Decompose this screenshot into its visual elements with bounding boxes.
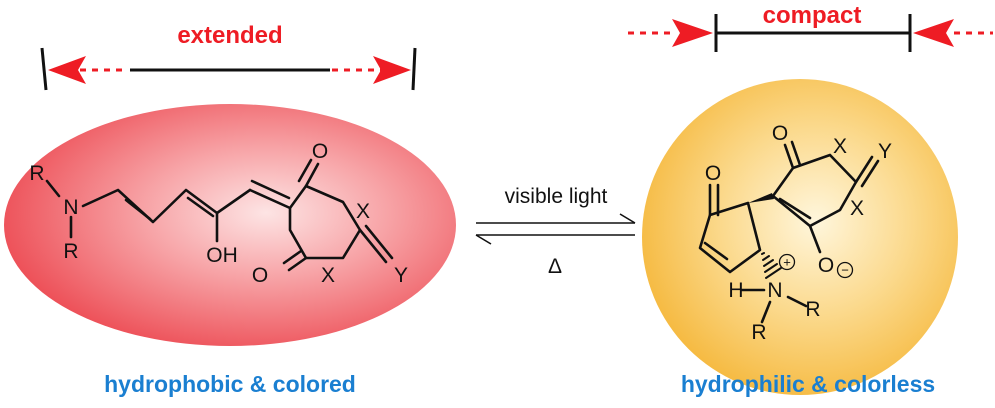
open-form-molecule: R N R OH O X O X Y — [29, 140, 408, 287]
extended-length-marker: extended — [40, 22, 417, 91]
closed-form-molecule: O O X Y X O − H N + R R — [698, 122, 892, 344]
ring-x-lower-closed: X — [850, 197, 864, 220]
ketone-oxygen: O — [705, 162, 721, 185]
visible-light-label: visible light — [505, 185, 608, 208]
heat-label: Δ — [548, 255, 562, 278]
ammonium-r-right: R — [805, 298, 820, 321]
ammonium-nitrogen: N — [767, 279, 782, 302]
ring-x-upper: X — [356, 200, 370, 223]
positive-charge-icon — [778, 253, 796, 271]
ammonium-hydrogen: H — [728, 279, 743, 302]
exocyclic-y: Y — [394, 264, 408, 287]
compact-label: compact — [763, 2, 862, 29]
carbonyl-oxygen-upper: O — [312, 140, 328, 163]
carbonyl-oxygen-lower: O — [252, 264, 268, 287]
right-arrowhead-icon — [373, 56, 411, 84]
inward-arrowhead-right-icon — [913, 19, 954, 47]
hydrophobic-ellipse — [4, 104, 456, 346]
hashed-bond-icon — [761, 252, 782, 279]
ring-x-upper-closed: X — [833, 135, 847, 158]
hydrophilic-circle — [642, 79, 958, 395]
inward-arrowhead-left-icon — [672, 19, 713, 47]
ring-x-lower: X — [321, 264, 335, 287]
extended-label: extended — [177, 22, 282, 49]
equilibrium-arrows: visible light Δ — [475, 185, 636, 278]
exocyclic-y-closed: Y — [878, 140, 892, 163]
enolate-oxygen: O — [818, 254, 834, 277]
nitrogen-atom: N — [63, 196, 78, 219]
r-group-lower: R — [63, 240, 78, 263]
ring-carbonyl-oxygen: O — [772, 122, 788, 145]
negative-charge-icon — [836, 261, 854, 279]
negative-charge-sign: − — [841, 263, 849, 278]
left-caption: hydrophobic & colored — [104, 371, 356, 397]
ammonium-r-lower: R — [751, 321, 766, 344]
positive-charge-sign: + — [783, 255, 791, 270]
hydroxyl-group: OH — [206, 244, 238, 267]
wedge-bond-icon — [748, 193, 774, 203]
compact-length-marker: compact — [628, 2, 993, 52]
left-arrowhead-icon — [48, 56, 86, 84]
r-group-upper: R — [29, 162, 44, 185]
right-caption: hydrophilic & colorless — [681, 371, 935, 397]
